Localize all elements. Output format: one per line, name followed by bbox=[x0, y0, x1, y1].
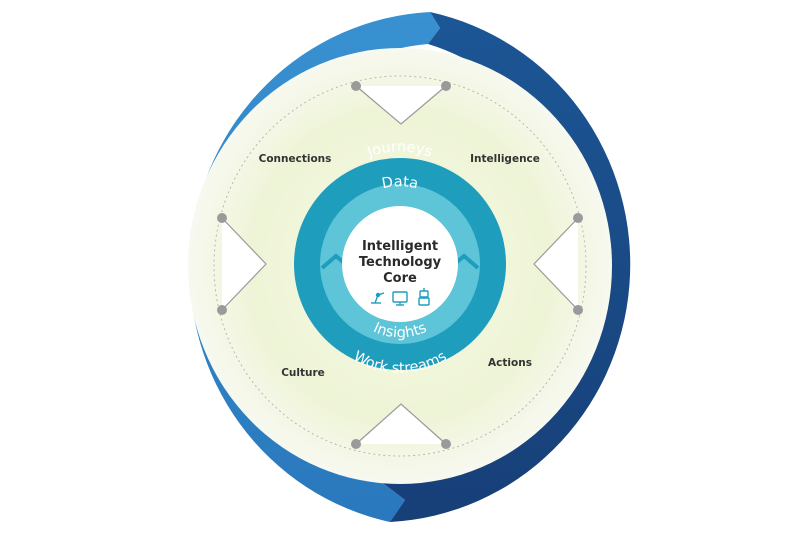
connector-dot bbox=[217, 305, 227, 315]
notch-top bbox=[358, 86, 444, 124]
core-line-2: Technology bbox=[359, 255, 442, 270]
notch-right bbox=[534, 218, 578, 310]
connector-dot bbox=[441, 439, 451, 449]
culture-label: Culture bbox=[281, 367, 325, 379]
intelligence-label: Intelligence bbox=[470, 153, 540, 165]
organizational-label: Organizational Value Outcomes bbox=[45, 75, 165, 458]
connector-lines bbox=[221, 85, 579, 445]
insights-label: Insights bbox=[371, 320, 429, 341]
ecosystem-label: [Ecosystem] Value Outcomes bbox=[635, 84, 743, 448]
notch-left bbox=[222, 218, 266, 310]
journeys-label: Journeys bbox=[365, 139, 435, 161]
connector-dot bbox=[351, 439, 361, 449]
actions-label: Actions bbox=[488, 357, 532, 369]
connector-dot bbox=[217, 213, 227, 223]
robot-arm-icon bbox=[371, 292, 385, 304]
connector-dot bbox=[351, 81, 361, 91]
core-circle bbox=[342, 206, 458, 322]
connections-label: Connections bbox=[259, 153, 332, 165]
connector-dot bbox=[573, 213, 583, 223]
robot-icon bbox=[418, 288, 430, 306]
monitor-icon bbox=[392, 291, 408, 306]
connector-dot bbox=[573, 305, 583, 315]
data-label: Data bbox=[381, 174, 420, 192]
connector-dot bbox=[441, 81, 451, 91]
core-line-3: Core bbox=[383, 271, 417, 286]
dotted-orbit bbox=[213, 75, 587, 457]
notches bbox=[222, 86, 578, 444]
connector-dots bbox=[217, 81, 583, 449]
notch-bottom bbox=[358, 404, 444, 444]
core-line-1: Intelligent bbox=[362, 239, 438, 254]
